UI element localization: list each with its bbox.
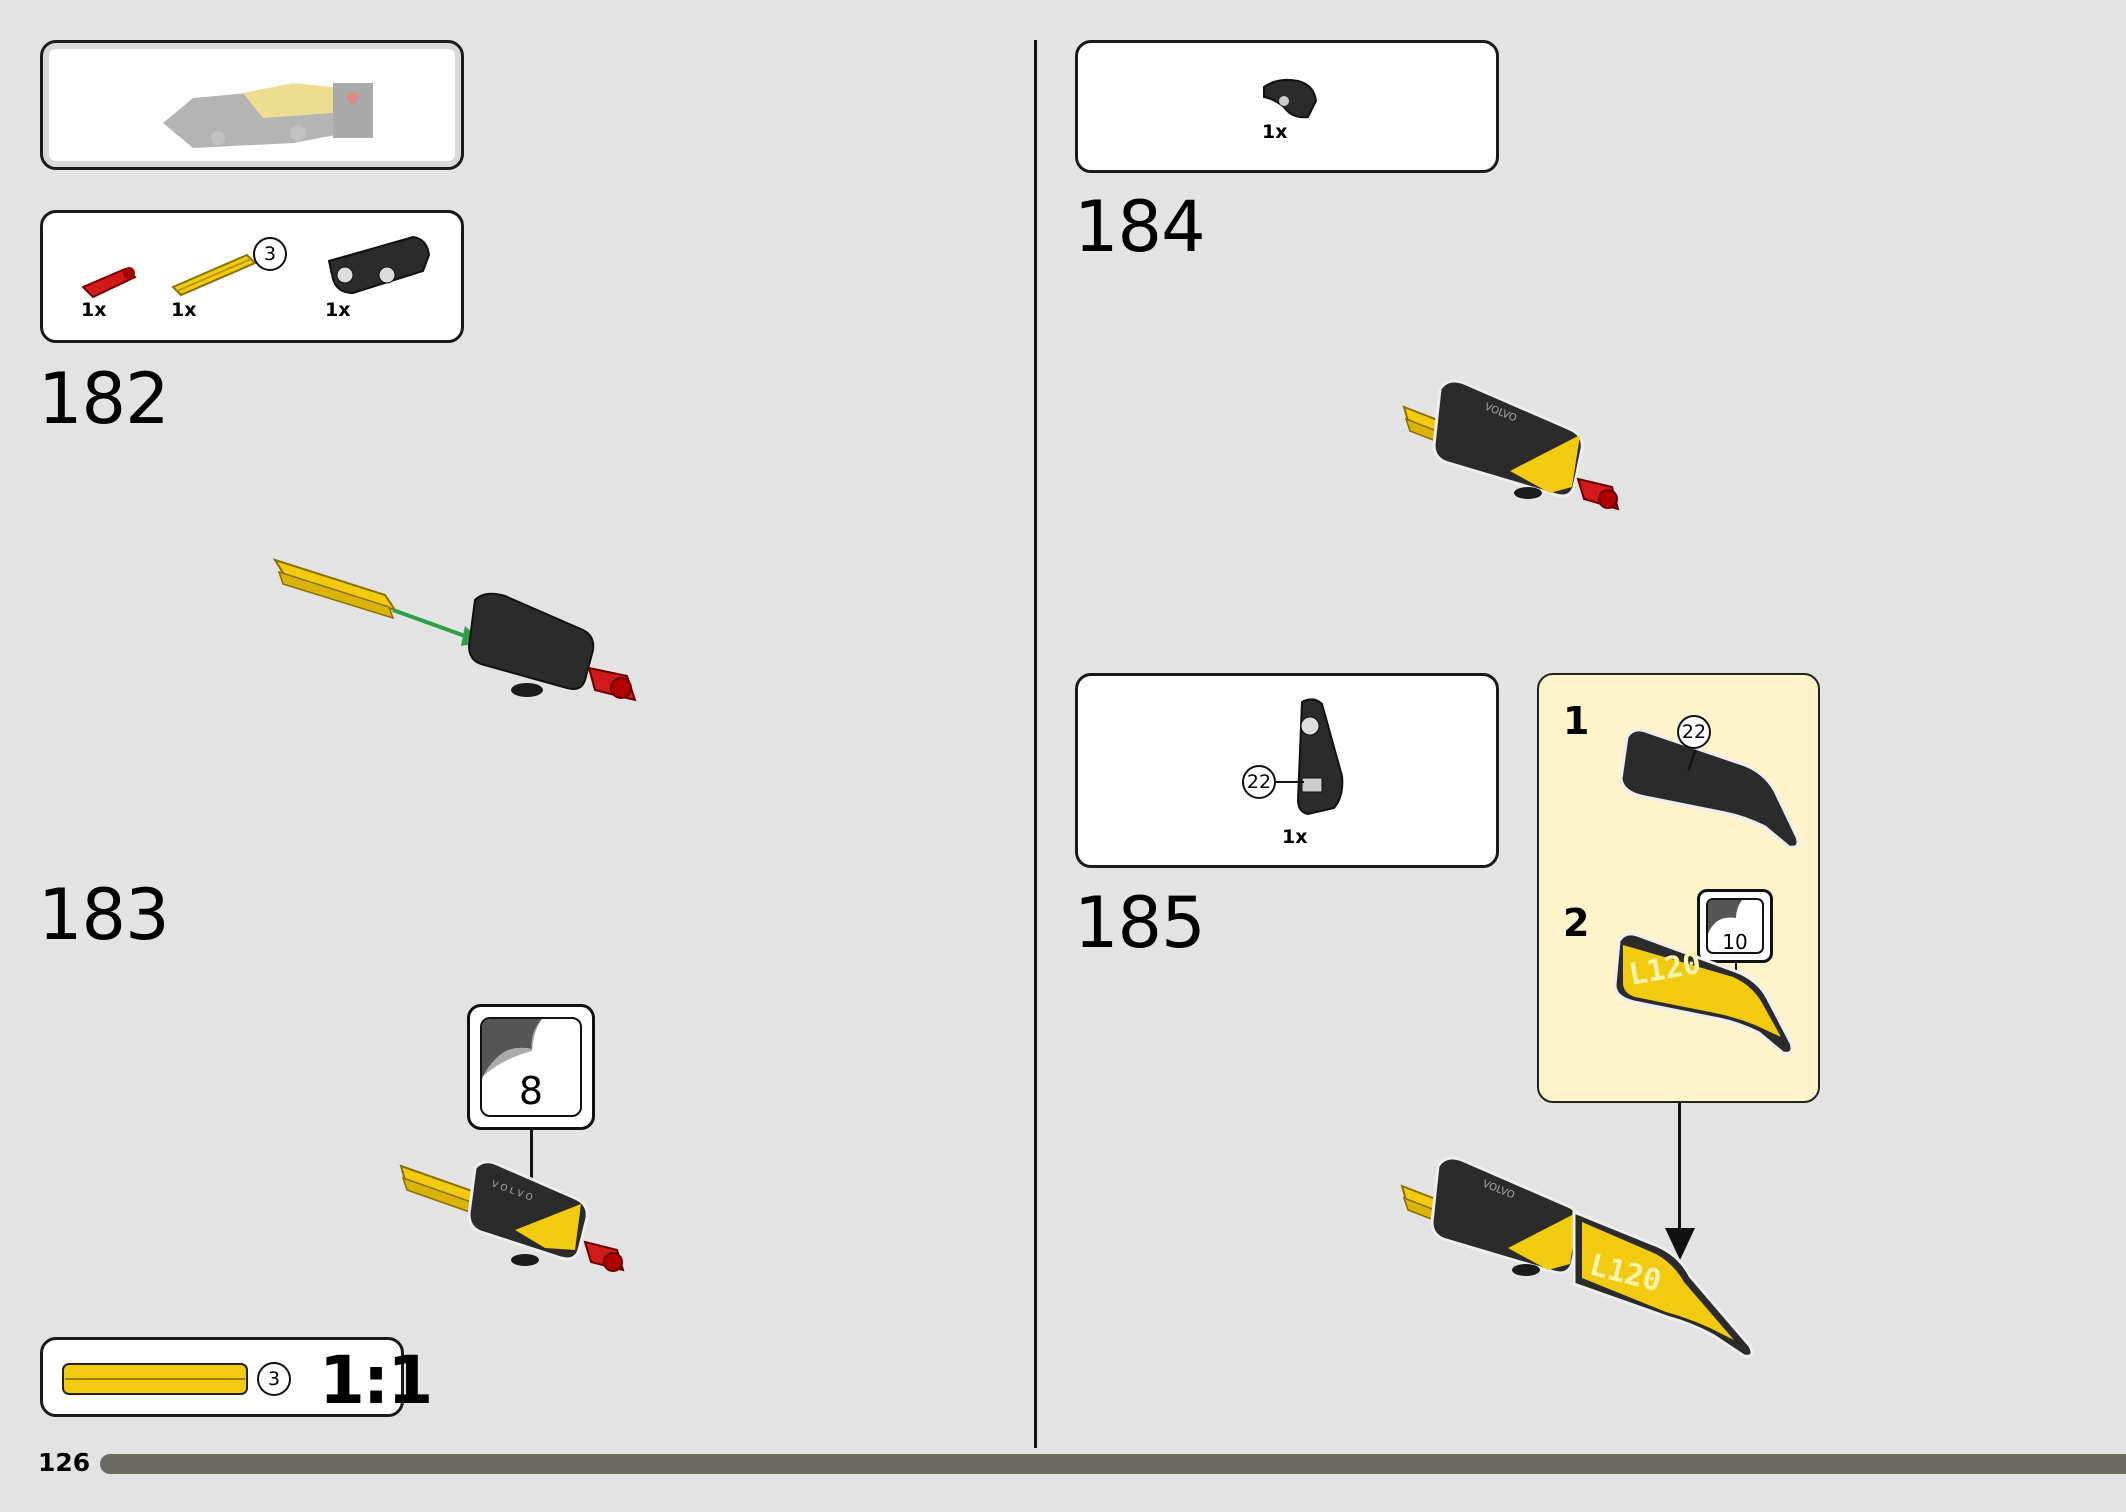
step-185-parts-box: 22 1x — [1075, 673, 1499, 868]
step-182-parts-box: 1x 3 1x 1x — [40, 210, 464, 343]
sticker-icon — [482, 1019, 542, 1079]
part-qty: 1x — [325, 299, 351, 321]
element-ref-callout: 22 — [1242, 765, 1276, 799]
sticker-number: 10 — [1722, 930, 1748, 954]
step-number: 184 — [1074, 186, 1206, 268]
step-183-assembly-illustration: V O L V O — [399, 1160, 625, 1272]
scale-reference-box: 3 1:1 — [40, 1337, 433, 1419]
axle-length-callout: 3 — [257, 1362, 291, 1396]
sub-step-number: 1 — [1563, 699, 1590, 743]
page-divider — [1034, 40, 1037, 1448]
step-number: 183 — [38, 874, 170, 956]
black-panel-22-icon — [1619, 728, 1800, 849]
loader-submodel-preview-icon — [163, 83, 373, 148]
sticker-icon — [1708, 900, 1742, 934]
black-curved-panel-icon — [1263, 78, 1318, 119]
step-number: 182 — [38, 358, 170, 440]
element-ref-callout: 22 — [1677, 715, 1711, 749]
sticker-callout-10: 10 — [1697, 889, 1773, 963]
sub-step-number: 2 — [1563, 901, 1590, 945]
sticker-leader-line — [530, 1130, 533, 1182]
insert-arrow — [392, 608, 466, 638]
yellow-decal-panel-illustration: L120 — [1613, 932, 1794, 1055]
step-182-assembly-illustration — [272, 558, 637, 702]
sticker-number: 8 — [518, 1069, 544, 1113]
build-progress-bar — [100, 1454, 2126, 1474]
page-number: 126 — [38, 1448, 91, 1477]
step-number: 185 — [1074, 882, 1206, 964]
red-pin-icon — [81, 267, 137, 299]
yellow-axle-3-scale-icon — [62, 1363, 248, 1395]
part-qty: 1x — [81, 299, 107, 321]
yellow-axle-3-icon — [171, 253, 257, 297]
scale-ratio: 1:1 — [319, 1342, 433, 1419]
sub-assembly-callout: 1 22 2 10 L120 — [1537, 673, 1820, 1103]
part-qty: 1x — [1282, 826, 1308, 848]
callout-arrow-line — [1678, 1103, 1681, 1253]
part-qty: 1x — [1262, 121, 1288, 143]
step-184-parts-box: 1x — [1075, 40, 1499, 173]
black-panel-icon — [327, 235, 431, 295]
step-185-assembly-illustration: VOLVO L120 — [1400, 1156, 1754, 1358]
step-184-assembly-illustration: VOLVO — [1402, 379, 1620, 511]
submodel-preview-box — [40, 40, 464, 170]
black-panel-22-icon — [1296, 698, 1344, 816]
part-qty: 1x — [171, 299, 197, 321]
axle-length-callout: 3 — [253, 237, 287, 271]
sticker-callout-8: 8 — [467, 1004, 595, 1130]
down-arrow-icon — [1665, 1228, 1695, 1260]
